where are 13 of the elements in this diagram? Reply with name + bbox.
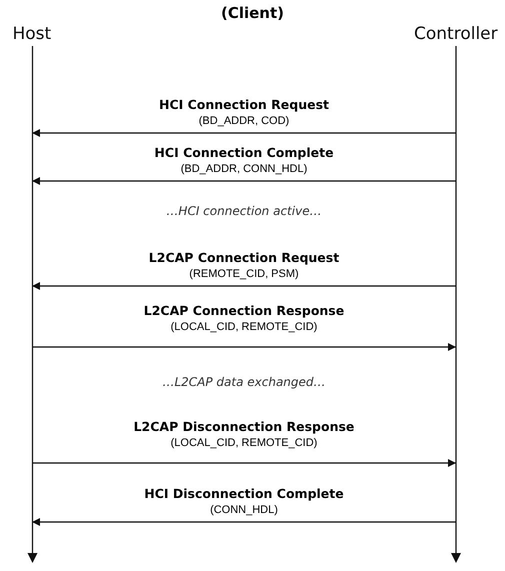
message-arrow bbox=[32, 129, 456, 137]
message-arrow bbox=[32, 343, 456, 351]
participant-label: Controller bbox=[414, 24, 498, 44]
note-text: …HCI connection active… bbox=[166, 204, 322, 218]
lifeline bbox=[414, 24, 498, 563]
participant-label: Host bbox=[12, 24, 52, 44]
message-arrow bbox=[32, 177, 456, 185]
note-text: …L2CAP data exchanged… bbox=[162, 375, 326, 389]
diagram-title: (Client) bbox=[220, 4, 286, 22]
message-arrow bbox=[32, 282, 456, 290]
message-arrow bbox=[32, 459, 456, 467]
lifeline bbox=[12, 24, 52, 563]
message-arrow bbox=[32, 518, 456, 526]
